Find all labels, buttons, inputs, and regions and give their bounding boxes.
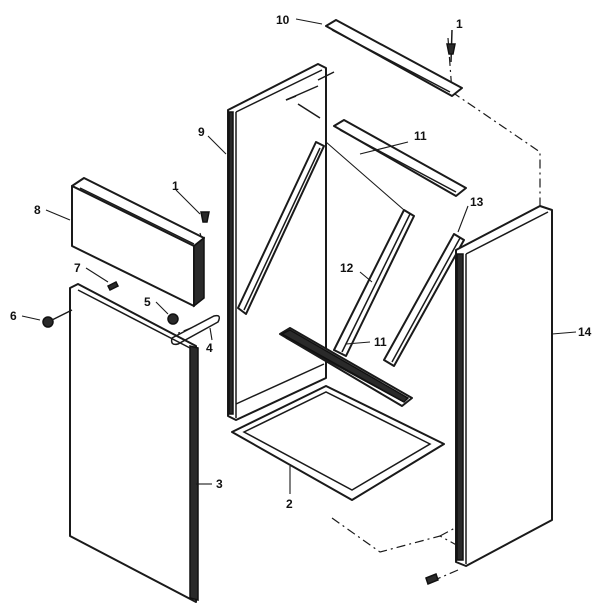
callout-6: 6 [10, 309, 17, 323]
part-5-grommet [167, 313, 179, 325]
part-11-lower-rail [279, 327, 413, 407]
callout-8: 8 [34, 203, 41, 217]
callout-3: 3 [216, 477, 223, 491]
part-2-base-tray [231, 385, 445, 501]
callout-1-mid: 1 [172, 179, 179, 193]
part-4-bracket [170, 314, 221, 346]
callout-12: 12 [340, 261, 354, 275]
part-8-front-top-panel [71, 177, 205, 308]
callout-4: 4 [206, 341, 213, 355]
part-7-clip [106, 280, 120, 292]
leader-lines [21, 18, 577, 494]
part-1-screw-top [446, 29, 456, 63]
callout-2: 2 [286, 497, 293, 511]
callout-7: 7 [74, 261, 81, 275]
part-1-screw-mid [200, 211, 210, 223]
callout-10: 10 [276, 13, 290, 27]
bottom-screw [425, 573, 439, 585]
part-11-upper-rail [333, 119, 467, 197]
callout-5: 5 [144, 295, 151, 309]
bracket-arrows [285, 71, 335, 119]
part-14-side-panel [455, 205, 553, 567]
callout-1-top: 1 [456, 17, 463, 31]
part-10-top-rail [325, 19, 463, 97]
part-13-support [383, 233, 465, 367]
callout-14: 14 [578, 325, 592, 339]
callout-13: 13 [470, 195, 484, 209]
callout-11-top: 11 [414, 129, 427, 143]
part-6-screw [42, 309, 73, 328]
callout-9: 9 [198, 125, 205, 139]
callout-11-bottom: 11 [374, 335, 387, 349]
part-12-support [333, 209, 415, 357]
callouts: 1 10 9 11 13 12 11 1 8 7 6 5 4 3 2 14 [10, 13, 592, 511]
part-9-back-panel [227, 63, 327, 421]
part-3-front-lower-panel [69, 283, 199, 603]
guide-line [325, 141, 405, 211]
